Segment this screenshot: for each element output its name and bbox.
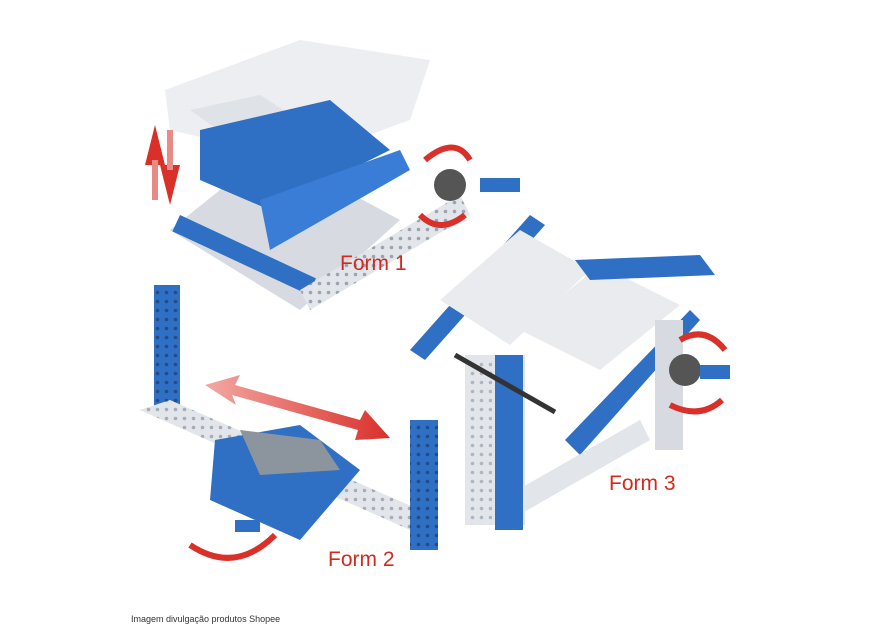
form1-model: Form 1: [145, 40, 520, 310]
form2-model: Form 2: [140, 285, 438, 571]
form2-label: Form 2: [328, 548, 395, 571]
product-image: Form 1 Form 2 Form 3: [140, 40, 730, 571]
form3-model: Form 3: [410, 215, 730, 530]
form3-label: Form 3: [609, 472, 676, 495]
form1-label: Form 1: [340, 252, 407, 275]
image-caption: Imagem divulgação produtos Shopee: [131, 614, 281, 624]
